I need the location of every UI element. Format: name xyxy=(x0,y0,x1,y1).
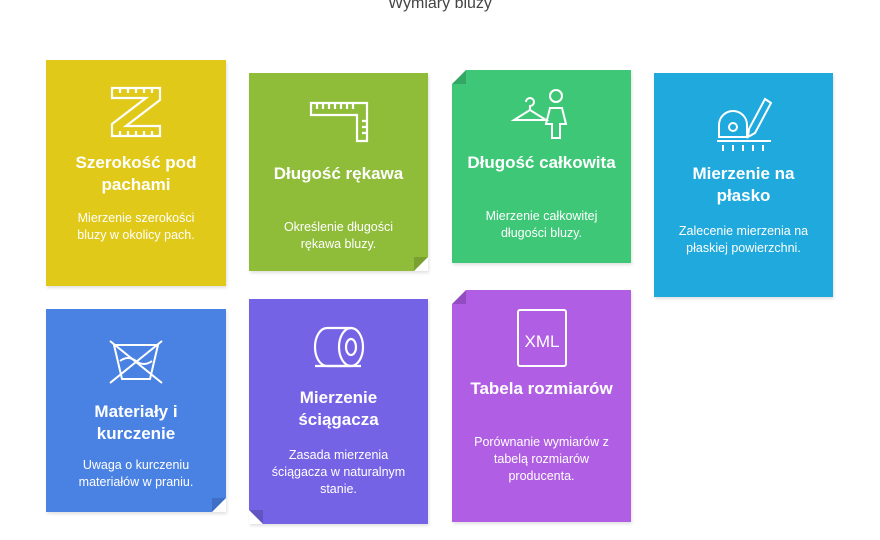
card-title: Materiały i kurczenie xyxy=(94,402,178,443)
xml-label: XML xyxy=(524,332,559,351)
card-description: Mierzenie całkowitej długości bluzy. xyxy=(485,209,598,240)
card-title: Długość rękawa xyxy=(273,164,404,183)
card-description: Określenie długości rękawa bluzy. xyxy=(283,220,394,251)
card-title: Mierzenie na płasko xyxy=(692,164,795,205)
card-description: Uwaga o kurczeniu materiałów w praniu. xyxy=(78,458,194,489)
measuring-tool-pencil-icon xyxy=(713,95,775,153)
xml-document-icon: XML xyxy=(514,308,570,368)
card-cuff-measurement: Mierzenie ściągacza Zasada mierzenia ści… xyxy=(249,299,428,524)
tape-roll-icon xyxy=(311,325,367,371)
page-curl xyxy=(249,510,263,524)
card-description: Zalecenie mierzenia na płaskiej powierzc… xyxy=(678,224,809,255)
card-size-table: XML Tabela rozmiarów Porównanie wymiarów… xyxy=(452,290,631,522)
page-curl xyxy=(414,257,428,271)
card-description: Porównanie wymiarów z tabelą rozmiarów p… xyxy=(474,435,609,483)
card-title: Tabela rozmiarów xyxy=(470,379,613,398)
card-sleeve-length: Długość rękawa Określenie długości rękaw… xyxy=(249,73,428,271)
card-measure-flat: Mierzenie na płasko Zalecenie mierzenia … xyxy=(654,73,833,297)
card-title: Długość całkowita xyxy=(467,153,616,172)
page-title: Wymiary bluzy xyxy=(388,0,492,12)
hanger-person-icon xyxy=(510,84,574,142)
ruler-icon xyxy=(307,99,371,143)
page-curl xyxy=(452,290,466,304)
card-title: Mierzenie ściągacza xyxy=(298,388,379,429)
card-description: Mierzenie szerokości bluzy w okolicy pac… xyxy=(77,211,195,242)
card-total-length: Długość całkowita Mierzenie całkowitej d… xyxy=(452,70,631,263)
page-curl xyxy=(212,498,226,512)
page-curl xyxy=(452,70,466,84)
card-title: Szerokość pod pachami xyxy=(75,153,197,194)
card-underarm-width: Szerokość pod pachami Mierzenie szerokoś… xyxy=(46,60,226,286)
tape-measure-icon xyxy=(106,84,166,140)
card-materials-shrinkage: Materiały i kurczenie Uwaga o kurczeniu … xyxy=(46,309,226,512)
card-description: Zasada mierzenia ściągacza w naturalnym … xyxy=(271,448,406,496)
no-tumble-dry-icon xyxy=(106,335,166,387)
